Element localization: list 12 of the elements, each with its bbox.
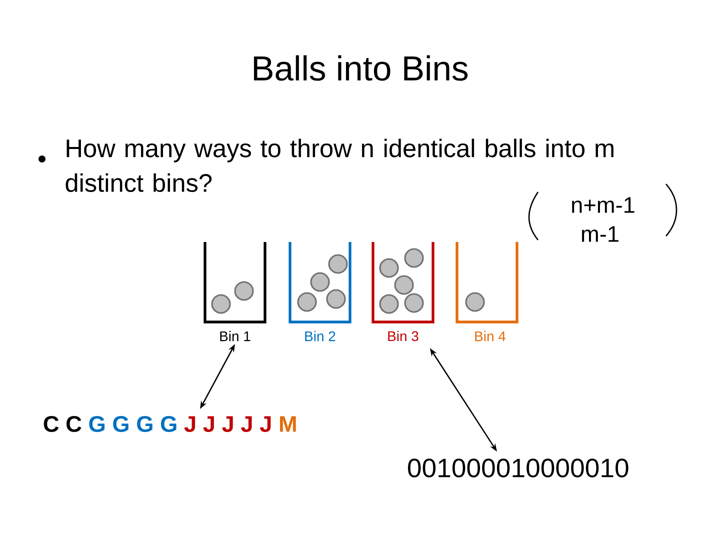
node-label: Bin 3 <box>388 330 418 342</box>
bin: Bin 1 <box>204 242 266 342</box>
binary-string: 001000010000010 <box>408 458 628 478</box>
handwritten-formula: n+m-1 m-1 <box>528 184 678 242</box>
letter-sequence: C C G G G G J J J J J M <box>44 416 296 432</box>
node-label: Bin 1 <box>220 330 250 342</box>
node-label: Bin 4 <box>475 330 506 342</box>
bin: Bin 4 <box>456 242 518 342</box>
bin: Bin 3 <box>372 242 434 342</box>
slide-title: Balls into Bins <box>254 55 468 81</box>
bin: Bin 2 <box>288 242 352 342</box>
node-label: Bin 2 <box>305 330 336 342</box>
